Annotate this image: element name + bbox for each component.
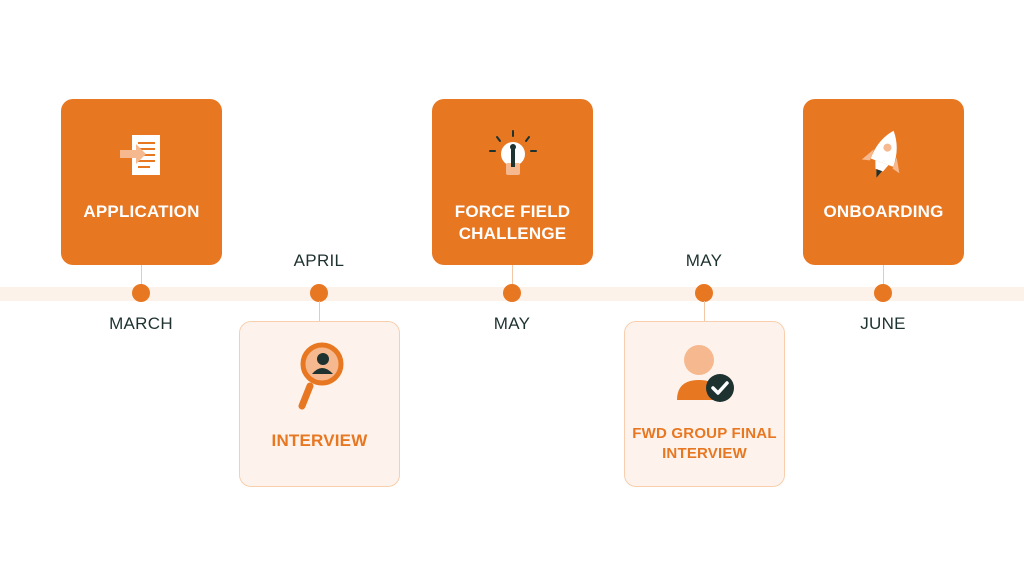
connector: [512, 265, 513, 287]
month-label: MAY: [685, 251, 723, 270]
timeline-dot: [503, 284, 521, 302]
step-label: INTERVIEW: [271, 431, 368, 450]
month-label: APRIL: [293, 251, 345, 270]
connector: [141, 265, 142, 287]
step-force-field-challenge-card: FORCE FIELD CHALLENGE: [432, 99, 593, 265]
connector: [319, 301, 320, 321]
month-label: MAY: [493, 314, 531, 333]
step-application-card: APPLICATION: [61, 99, 222, 265]
step-label: ONBOARDING: [823, 202, 944, 221]
rocket-icon: [856, 129, 912, 185]
connector: [704, 301, 705, 321]
person-check-icon: [673, 342, 737, 410]
timeline-dot: [132, 284, 150, 302]
document-arrow-icon: [114, 129, 170, 185]
timeline-dot: [310, 284, 328, 302]
step-label: FORCE FIELD CHALLENGE: [454, 202, 571, 243]
month-label: MARCH: [109, 314, 173, 333]
connector: [883, 265, 884, 287]
timeline-dot: [874, 284, 892, 302]
month-label: JUNE: [860, 314, 906, 333]
step-onboarding-card: ONBOARDING: [803, 99, 964, 265]
magnifier-person-icon: [288, 342, 352, 410]
timeline-dot: [695, 284, 713, 302]
lightbulb-icon: [485, 129, 541, 185]
step-interview-card: INTERVIEW: [239, 321, 400, 487]
step-label: FWD GROUP FINAL INTERVIEW: [632, 425, 777, 462]
step-final-interview-card: FWD GROUP FINAL INTERVIEW: [624, 321, 785, 487]
step-label: APPLICATION: [83, 202, 200, 221]
